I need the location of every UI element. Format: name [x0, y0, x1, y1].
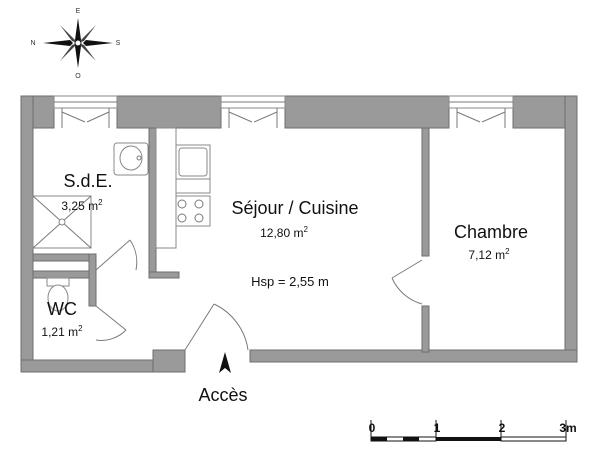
window-chambre — [448, 95, 514, 128]
scale-tick-1: 1 — [434, 421, 441, 435]
scale-bar — [370, 420, 567, 442]
sde-room-name: S.d.E. — [63, 171, 112, 191]
kitchen-counter — [155, 127, 177, 249]
chambre-room-area: 7,12 m2 — [468, 247, 510, 262]
kitchen-sink — [175, 144, 211, 194]
cooktop — [171, 195, 211, 227]
door-chambre — [391, 259, 423, 305]
scale-tick-2: 2 — [499, 421, 506, 435]
wc-room-area: 1,21 m2 — [41, 324, 83, 339]
window-sejour — [220, 95, 286, 128]
door-wc — [95, 305, 127, 341]
compass-rose — [43, 18, 113, 68]
sejour-room-area: 12,80 m2 — [260, 225, 308, 240]
scale-tick-0: 0 — [369, 421, 376, 435]
scale-tick-3: 3m — [559, 421, 576, 435]
washbasin — [113, 142, 149, 176]
compass-south-label: S — [116, 40, 121, 47]
interior-walls — [32, 127, 430, 353]
window-sde — [53, 95, 118, 128]
compass-north-label: N — [30, 40, 35, 47]
shower-tray — [32, 195, 92, 249]
sde-room-area: 3,25 m2 — [61, 198, 103, 213]
door-sde — [95, 239, 138, 271]
toilet — [46, 277, 70, 312]
ceiling-height-label: Hsp = 2,55 m — [251, 274, 329, 289]
compass-west-label: O — [75, 73, 81, 80]
compass-east-label: E — [76, 8, 81, 15]
wc-room-name: WC — [47, 299, 77, 319]
door-entrance — [184, 303, 249, 351]
entrance-label: Accès — [198, 385, 247, 405]
chambre-room-name: Chambre — [454, 222, 528, 242]
entrance-arrow-icon — [219, 352, 231, 373]
sejour-room-name: Séjour / Cuisine — [231, 198, 358, 218]
